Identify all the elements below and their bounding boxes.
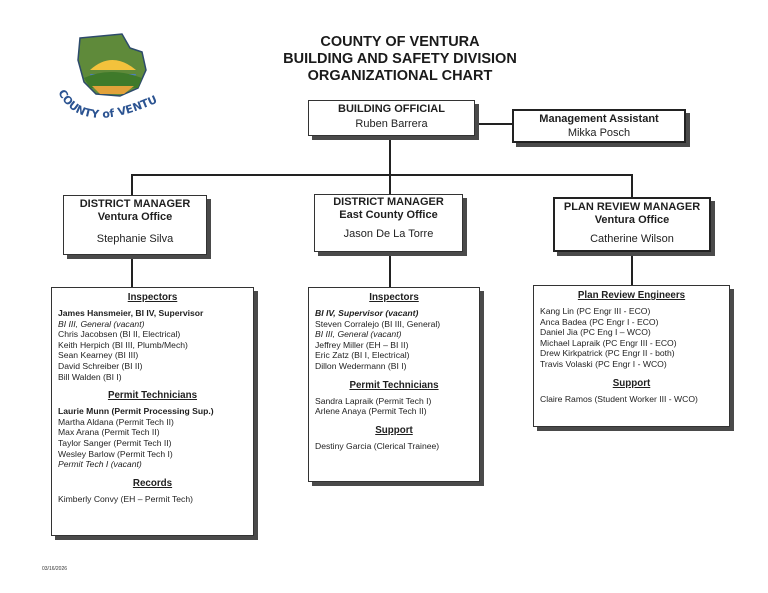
building-official-name: Ruben Barrera [355,118,428,130]
list-item: Permit Tech I (vacant) [58,459,142,470]
building-official-title: BUILDING OFFICIAL [338,103,445,115]
east-staff-box: Inspectors BI IV, Supervisor (vacant) St… [308,287,480,482]
management-assistant-box: Management Assistant Mikka Posch [512,109,686,143]
east-support-heading: Support [375,424,413,436]
plan-review-manager-box: PLAN REVIEW MANAGER Ventura Office Cathe… [553,197,711,252]
list-item: Dillon Wedermann (BI I) [315,360,407,371]
east-inspectors-heading: Inspectors [369,292,419,303]
dm-east-office: East County Office [339,209,438,221]
list-item: Claire Ramos (Student Worker III - WCO) [540,393,698,404]
dm-east-title: DISTRICT MANAGER [333,196,444,208]
list-item: Taylor Sanger (Permit Tech II) [58,437,172,448]
list-item: James Hansmeier, BI IV, Supervisor [58,308,204,318]
title-line-3: ORGANIZATIONAL CHART [307,68,493,84]
connector-ventura-down [131,256,133,288]
connector-official-assistant [475,123,513,125]
county-seal-graphic: COUNTY of VENTURA [46,20,159,121]
management-assistant-name: Mikka Posch [567,127,631,139]
pr-manager-office: Ventura Office [594,214,670,226]
ventura-permit-heading: Permit Technicians [107,390,198,402]
list-item: Chris Jacobsen (BI II, Electrical) [58,329,181,340]
district-manager-ventura-box: DISTRICT MANAGER Ventura Office Stephani… [63,195,207,255]
list-item: Jeffrey Miller (EH – BI II) [315,339,409,350]
list-item: Kimberly Convy (EH – Permit Tech) [58,493,193,504]
list-item: Eric Zatz (BI I, Electrical) [315,350,410,361]
east-permit-heading: Permit Technicians [349,379,439,391]
dm-ventura-office: Ventura Office [97,211,173,223]
list-item: Drew Kirkpatrick (PC Engr II - both) [540,348,675,359]
list-item: Michael Lapraik (PC Engr III - ECO) [540,337,677,348]
list-item: Steven Corralejo (BI III, General) [315,318,441,329]
list-item: BI IV, Supervisor (vacant) [315,308,419,318]
list-item: Destiny Garcia (Clerical Trainee) [315,440,440,451]
list-item: Travis Volaski (PC Engr I - WCO) [540,358,667,369]
list-item: Laurie Munn (Permit Processing Sup.) [58,406,214,417]
ventura-records-list: Kimberly Convy (EH – Permit Tech) [52,494,253,505]
chart-title: COUNTY OF VENTURA BUILDING AND SAFETY DI… [250,34,550,85]
connector-plan-down [631,250,633,286]
connector-horizontal [131,174,633,176]
connector-official-down [389,134,391,175]
plan-review-staff-box: Plan Review Engineers Kang Lin (PC Engr … [533,285,730,427]
connector-east-up [389,174,391,196]
connector-plan-up [631,174,633,198]
list-item: Wesley Barlow (Permit Tech I) [58,448,173,459]
dm-ventura-title: DISTRICT MANAGER [79,198,191,210]
list-item: Bill Walden (BI I) [58,371,122,382]
list-item: Sandra Lapraik (Permit Tech I) [315,395,432,406]
ventura-staff-box: Inspectors James Hansmeier, BI IV, Super… [51,287,254,536]
list-item: Max Arana (Permit Tech II) [58,427,160,438]
dm-east-name: Jason De La Torre [343,228,434,240]
east-inspectors-list: BI IV, Supervisor (vacant) Steven Corral… [309,308,479,372]
list-item: Keith Herpich (BI III, Plumb/Mech) [58,339,188,350]
ventura-inspectors-heading: Inspectors [127,292,178,303]
building-official-box: BUILDING OFFICIAL Ruben Barrera [308,100,475,136]
list-item: Martha Aldana (Permit Tech II) [58,416,174,427]
title-line-2: BUILDING AND SAFETY DIVISION [283,51,517,67]
plan-engineers-list: Kang Lin (PC Engr III - ECO) Anca Badea … [534,306,729,370]
pr-manager-name: Catherine Wilson [590,233,674,245]
connector-east-down [389,254,391,288]
east-permit-list: Sandra Lapraik (Permit Tech I) Arlene An… [309,396,479,417]
district-manager-east-box: DISTRICT MANAGER East County Office Jaso… [314,194,463,252]
list-item: Kang Lin (PC Engr III - ECO) [540,306,651,316]
plan-support-list: Claire Ramos (Student Worker III - WCO) [534,394,729,405]
list-item: Daniel Jia (PC Eng I – WCO) [540,327,651,338]
list-item: David Schreiber (BI II) [58,360,143,371]
list-item: Anca Badea (PC Engr I - ECO) [540,316,659,327]
list-item: Arlene Anaya (Permit Tech II) [315,406,427,417]
list-item: BI III, General (vacant) [58,318,145,329]
east-support-list: Destiny Garcia (Clerical Trainee) [309,441,479,452]
ventura-inspectors-list: James Hansmeier, BI IV, Supervisor BI II… [52,308,253,382]
management-assistant-title: Management Assistant [539,113,659,125]
title-line-1: COUNTY OF VENTURA [320,34,480,50]
dm-ventura-name: Stephanie Silva [96,233,174,245]
pr-manager-title: PLAN REVIEW MANAGER [563,201,701,213]
ventura-permit-list: Laurie Munn (Permit Processing Sup.) Mar… [52,406,253,470]
list-item: BI III, General (vacant) [315,329,402,340]
plan-support-heading: Support [612,377,651,389]
county-logo: COUNTY of VENTURA [46,20,168,140]
ventura-records-heading: Records [132,477,173,489]
plan-engineers-heading: Plan Review Engineers [577,290,686,301]
date-stamp: 03/16/2026 [42,566,68,572]
connector-ventura-up [131,174,133,196]
list-item: Sean Kearney (BI III) [58,350,139,361]
